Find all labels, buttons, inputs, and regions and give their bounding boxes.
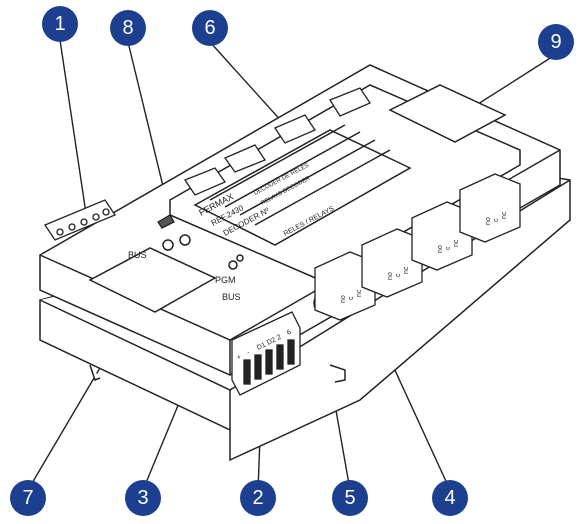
relay-contact-label: nc (453, 239, 460, 247)
bus-terminal-block (231, 311, 301, 396)
relay-contact-label: c (445, 246, 452, 250)
terminal-label: 6 (286, 329, 293, 337)
terminal-label: 2 (276, 334, 283, 342)
callout-1: 1 (42, 6, 78, 42)
relay-contact-label: c (493, 218, 500, 222)
callout-5: 5 (332, 480, 368, 516)
relay-contact-label: no (485, 217, 492, 225)
callout-7: 7 (10, 480, 46, 516)
terminal-label: D2 (266, 337, 277, 347)
device-housing (39, 64, 561, 376)
front-relay-terminals (314, 173, 521, 321)
pgm-label: PGM (215, 275, 236, 285)
bus-side-label: BUS (222, 292, 241, 302)
relay-contact-label: no (340, 295, 347, 303)
rear-relay-terminals (44, 87, 371, 241)
bus-top-label: BUS (128, 250, 147, 260)
terminal-label: + (236, 354, 243, 362)
relay-contact-label: no (387, 272, 394, 280)
callout-2: 2 (240, 480, 276, 516)
callout-8: 8 (110, 10, 146, 46)
relay-contact-label: c (395, 273, 402, 277)
callout-4: 4 (432, 480, 468, 516)
callout-3: 3 (125, 480, 161, 516)
relay-contact-label: nc (403, 266, 410, 274)
callout-6: 6 (192, 10, 228, 46)
relay-contact-label: nc (356, 289, 363, 297)
relay-contact-label: nc (501, 211, 508, 219)
terminal-label: D1 (256, 342, 267, 352)
relay-contact-label: no (437, 245, 444, 253)
terminal-label: - (246, 349, 252, 357)
relay-contact-label: c (348, 296, 355, 300)
callout-9: 9 (538, 24, 574, 60)
